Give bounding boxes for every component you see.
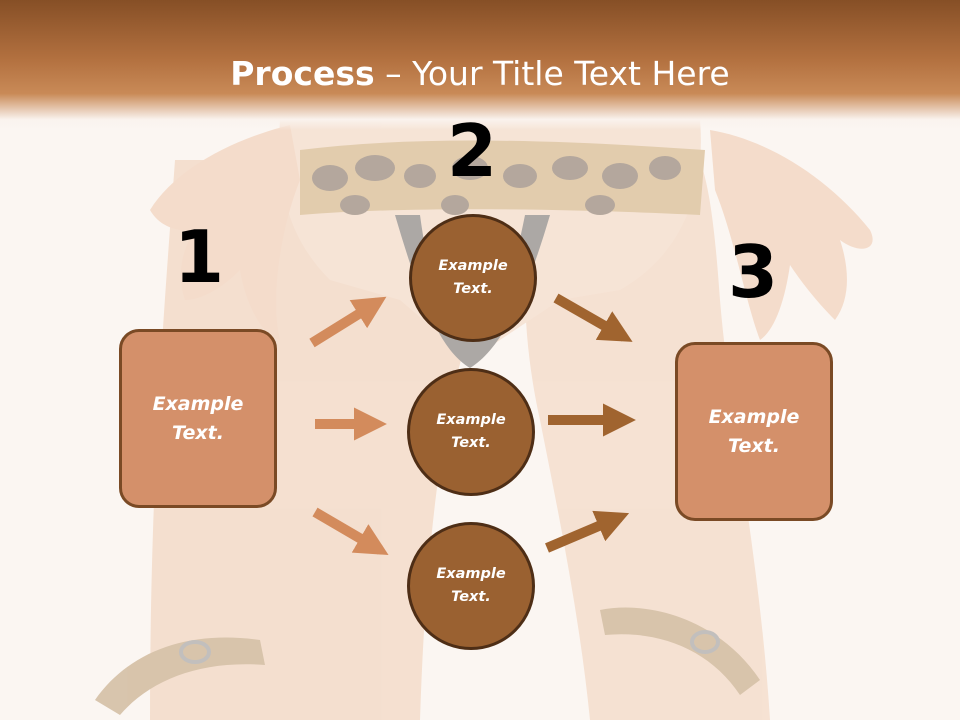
process-circle-bottom[interactable]: Example Text. <box>407 522 535 650</box>
process-circle-top[interactable]: Example Text. <box>409 214 537 342</box>
title-rest: – Your Title Text Here <box>374 54 730 93</box>
circle-middle-label: Example Text. <box>436 412 506 451</box>
process-box-right[interactable]: Example Text. <box>675 342 833 521</box>
circle-bottom-label: Example Text. <box>436 566 506 605</box>
step-number-3: 3 <box>727 230 779 314</box>
box-left-label: Example Text. <box>152 392 244 444</box>
step-number-2: 2 <box>446 109 498 193</box>
title-band <box>0 0 960 130</box>
arrow-left-bottom <box>312 507 389 555</box>
title-bold: Process <box>230 54 375 93</box>
step-number-1: 1 <box>173 215 225 299</box>
process-box-left[interactable]: Example Text. <box>119 329 277 508</box>
arrow-right-top <box>553 293 633 342</box>
arrow-left-top <box>309 296 387 348</box>
arrow-right-bottom <box>545 510 630 553</box>
box-right-label: Example Text. <box>708 405 800 457</box>
circle-top-label: Example Text. <box>438 258 508 297</box>
slide-title: Process – Your Title Text Here <box>0 52 960 96</box>
process-circle-middle[interactable]: Example Text. <box>407 368 535 496</box>
